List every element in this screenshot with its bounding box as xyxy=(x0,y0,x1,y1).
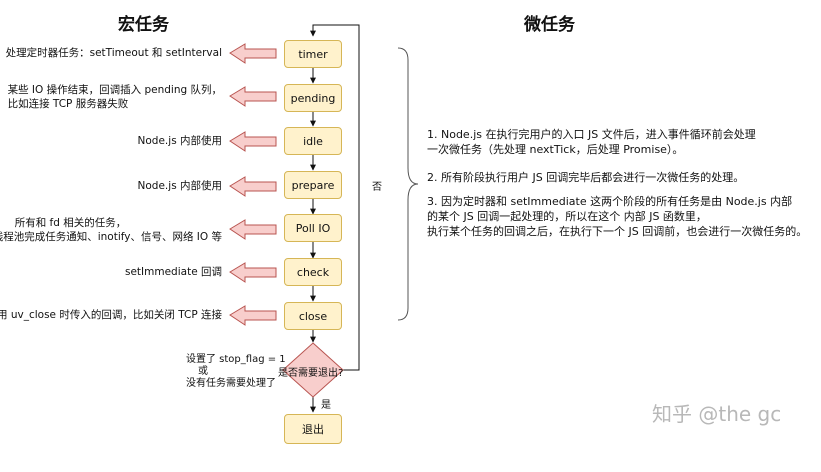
desc-poll-io: 所有和 fd 相关的任务， 线程池完成任务通知、inotify、信号、网络 IO… xyxy=(0,217,222,243)
phase-check: check xyxy=(284,258,342,286)
desc-pending: 某些 IO 操作结束，回调插入 pending 队列， 比如连接 TCP 服务器… xyxy=(7,84,222,110)
phase-close: close xyxy=(284,302,342,330)
no-label: 否 xyxy=(372,182,382,193)
arrow-idle xyxy=(229,131,277,152)
note-3: 3. 因为定时器和 setImmediate 这两个阶段的所有任务是由 Node… xyxy=(427,195,808,238)
macro-task-title: 宏任务 xyxy=(118,15,169,35)
desc-timer: 处理定时器任务：setTimeout 和 setInterval xyxy=(5,47,222,59)
exit-box: 退出 xyxy=(284,414,342,444)
decision-diamond xyxy=(282,342,344,398)
arrow-pollio xyxy=(229,219,277,240)
arrow-timer xyxy=(229,43,277,64)
arrow-pending xyxy=(229,86,277,107)
micro-task-title: 微任务 xyxy=(524,15,575,35)
arrow-check xyxy=(229,262,277,283)
phase-poll-io: Poll IO xyxy=(284,214,342,242)
yes-label: 是 xyxy=(321,400,331,411)
desc-idle: Node.js 内部使用 xyxy=(137,135,222,147)
arrow-prepare xyxy=(229,176,277,197)
phase-timer: timer xyxy=(284,40,342,68)
desc-close: 调用 uv_close 时传入的回调，比如关闭 TCP 连接 xyxy=(0,309,222,321)
desc-check: setImmediate 回调 xyxy=(125,266,222,278)
note-1: 1. Node.js 在执行完用户的入口 JS 文件后，进入事件循环前会处理 一… xyxy=(427,128,756,156)
decision-condition: 设置了 stop_flag = 1 或 没有任务需要处理了 xyxy=(186,354,286,389)
arrow-close xyxy=(229,305,277,326)
watermark: 知乎 @the gc xyxy=(652,402,782,426)
phase-prepare: prepare xyxy=(284,171,342,199)
phase-idle: idle xyxy=(284,127,342,155)
note-2: 2. 所有阶段执行用户 JS 回调完毕后都会进行一次微任务的处理。 xyxy=(427,171,745,184)
decision-label: 是否需要退出? xyxy=(278,368,344,379)
desc-prepare: Node.js 内部使用 xyxy=(137,180,222,192)
phase-pending: pending xyxy=(284,84,342,112)
